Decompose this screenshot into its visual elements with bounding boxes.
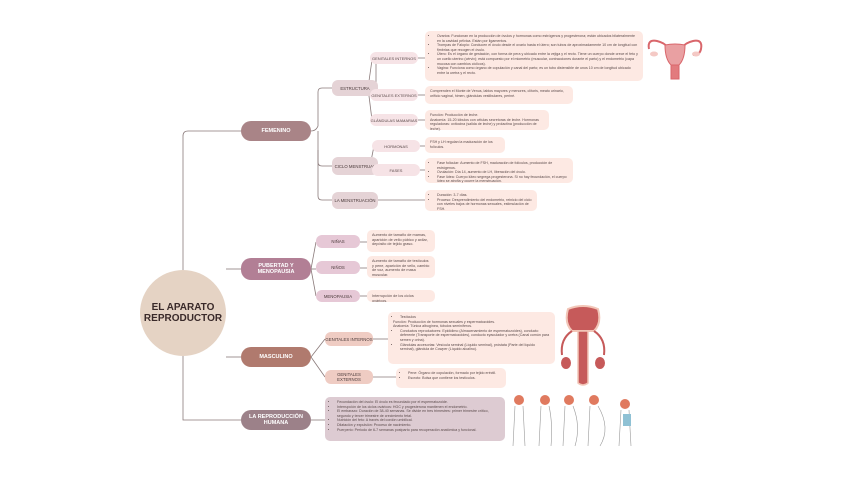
box-genitales-externos-masc: Pene: Órgano de copulación, formado por … [396,368,506,388]
box-ninas: Aumento de tamaño de mamas, aparición de… [367,230,435,252]
list-item: Conductos reproductores: Epidídimo (Alma… [400,329,550,343]
list-item: Fase folicular: Aumento de FSH, maduraci… [437,161,568,170]
box-text: Función: Producción de leche. [430,113,479,117]
node-femenino-label: FEMENINO [261,128,291,134]
node-label: NIÑOS [331,265,345,270]
box-menstruacion: Duración: 3-7 días. Proceso: Desprendimi… [425,190,537,211]
box-menopausia: Interrupción de los ciclos ováricos. [367,290,435,303]
node-menopausia[interactable]: MENOPAUSIA [316,290,360,302]
node-label: GLÁNDULAS MAMARIAS [370,117,418,123]
node-label: CICLO MENSTRUAL [334,163,376,169]
list-item: Fecundación del óvulo: El óvulo es fecun… [337,400,500,405]
node-genitales-internos-masc[interactable]: GENITALES INTERNOS [325,332,373,346]
node-ninos[interactable]: NIÑOS [316,261,360,274]
box-fases: Fase folicular: Aumento de FSH, maduraci… [425,158,573,183]
node-estructura[interactable]: ESTRUCTURA [332,80,378,96]
node-menstruacion[interactable]: LA MENSTRUACIÓN [332,192,378,209]
box-genitales-externos-fem: Comprenden el Monte de Venus, labios may… [425,86,573,104]
box-text: Anatomía: 15-20 lóbulos con células secr… [430,117,539,131]
box-ninos: Aumento de tamaño de testículos y pene, … [367,256,435,278]
list-item: El embarazo: Duración de 38-40 semanas. … [337,409,500,418]
node-label: MENOPAUSIA [323,293,353,299]
pregnancy-stage-4 [587,395,606,447]
list-item: Vagina: Funciona como órgano de copulaci… [437,66,638,75]
list-item: Fase lútea: Cuerpo lúteo segrega progest… [437,175,568,184]
node-pubertad-menopausia[interactable]: PUBERTAD Y MENOPAUSIA [241,258,311,280]
box-genitales-internos-fem: Ovarios: Funcionan en la producción de ó… [425,31,643,81]
box-text: FSH y LH regulan la maduración de los fo… [430,140,493,149]
male-reproductive-organs-illustration [560,305,606,386]
list-item: Trompas de Falopio: Conducen el óvulo de… [437,43,638,52]
list-item: Ovarios: Funcionan en la producción de ó… [437,34,638,43]
node-label: HORMONAS [384,143,408,149]
pregnancy-stage-1 [512,395,526,447]
node-label: NIÑAS [331,239,345,244]
node-genitales-internos-fem[interactable]: GENITALES INTERNOS [370,52,418,64]
node-hormonas[interactable]: HORMONAS [372,140,420,152]
list-item: Escroto: Bolsa que contiene los testícul… [408,376,501,381]
connector-root-reproduccion [182,356,241,421]
node-masculino[interactable]: MASCULINO [241,347,311,367]
node-femenino[interactable]: FEMENINO [241,121,311,141]
node-ninas[interactable]: NIÑAS [316,235,360,248]
female-reproductive-organs-illustration [647,39,703,80]
box-genitales-internos-masc: Testículos Función: Producción de hormon… [388,312,555,364]
root-label: EL APARATO REPRODUCTOR [143,302,223,324]
box-text: Aumento de tamaño de testículos y pene, … [372,259,430,277]
list-item: Ovulación: Día 14, aumento de LH, libera… [437,170,568,175]
box-glandulas-mamarias: Función: Producción de leche. Anatomía: … [425,110,549,131]
node-label: GENITALES EXTERNOS [371,92,417,98]
list-item: Útero: Es el órgano de gestación, con fo… [437,52,638,66]
box-text: Comprenden el Monte de Venus, labios may… [430,89,564,98]
node-label: GENITALES INTERNOS [372,55,416,61]
node-label: FASES [389,167,403,173]
node-glandulas-mamarias[interactable]: GLÁNDULAS MAMARIAS [370,114,418,126]
box-text: Anatomía: Túnica albugínea, túbulos semi… [393,324,473,329]
list-item: Duración: 3-7 días. [437,193,532,198]
list-item: Interrupción de los ciclos ováricos: HGC… [337,405,500,410]
root-node[interactable]: EL APARATO REPRODUCTOR [140,270,226,356]
list-item: Proceso: Desprendimiento del endometrio,… [437,198,532,212]
list-item: Puerperio: Periodo de 6-7 semanas postpa… [337,428,500,433]
node-label: PUBERTAD Y MENOPAUSIA [257,263,295,275]
list-item: Dilatación y expulsión: Proceso de nacim… [337,423,500,428]
node-fases[interactable]: FASES [372,164,420,176]
box-text: Aumento de tamaño de mamas, aparición de… [372,233,428,247]
node-label: GENITALES EXTERNOS [337,372,361,382]
node-estructura-label: ESTRUCTURA [340,85,370,91]
node-label: LA MENSTRUACIÓN [334,198,376,203]
box-text: Interrupción de los ciclos ováricos. [372,294,414,303]
box-hormonas: FSH y LH regulan la maduración de los fo… [425,137,505,153]
node-genitales-externos-fem[interactable]: GENITALES EXTERNOS [370,89,418,101]
pregnancy-stages-illustration [512,395,632,447]
node-label: LA REPRODUCCIÓN HUMANA [249,414,303,426]
list-item: Pene: Órgano de copulación, formado por … [408,371,501,376]
box-reproduccion-humana: Fecundación del óvulo: El óvulo es fecun… [325,397,505,441]
node-ciclo-menstrual[interactable]: CICLO MENSTRUAL [332,157,378,175]
node-genitales-externos-masc[interactable]: GENITALES EXTERNOS [325,370,373,384]
list-item: Nutrición del feto: A través del cordón … [337,418,500,423]
pregnancy-stage-5 [618,399,632,447]
pregnancy-stage-3 [562,395,578,447]
list-item: Testículos [400,315,550,320]
node-label: MASCULINO [259,354,293,360]
pregnancy-stage-2 [538,395,552,447]
node-reproduccion-humana[interactable]: LA REPRODUCCIÓN HUMANA [241,410,311,430]
box-text: Función: Producción de hormonas sexuales… [393,319,496,324]
connector-root-femenino [182,130,241,270]
node-label: GENITALES INTERNOS [325,336,373,342]
list-item: Glándulas accesorias: Vesícula seminal (… [400,343,550,352]
